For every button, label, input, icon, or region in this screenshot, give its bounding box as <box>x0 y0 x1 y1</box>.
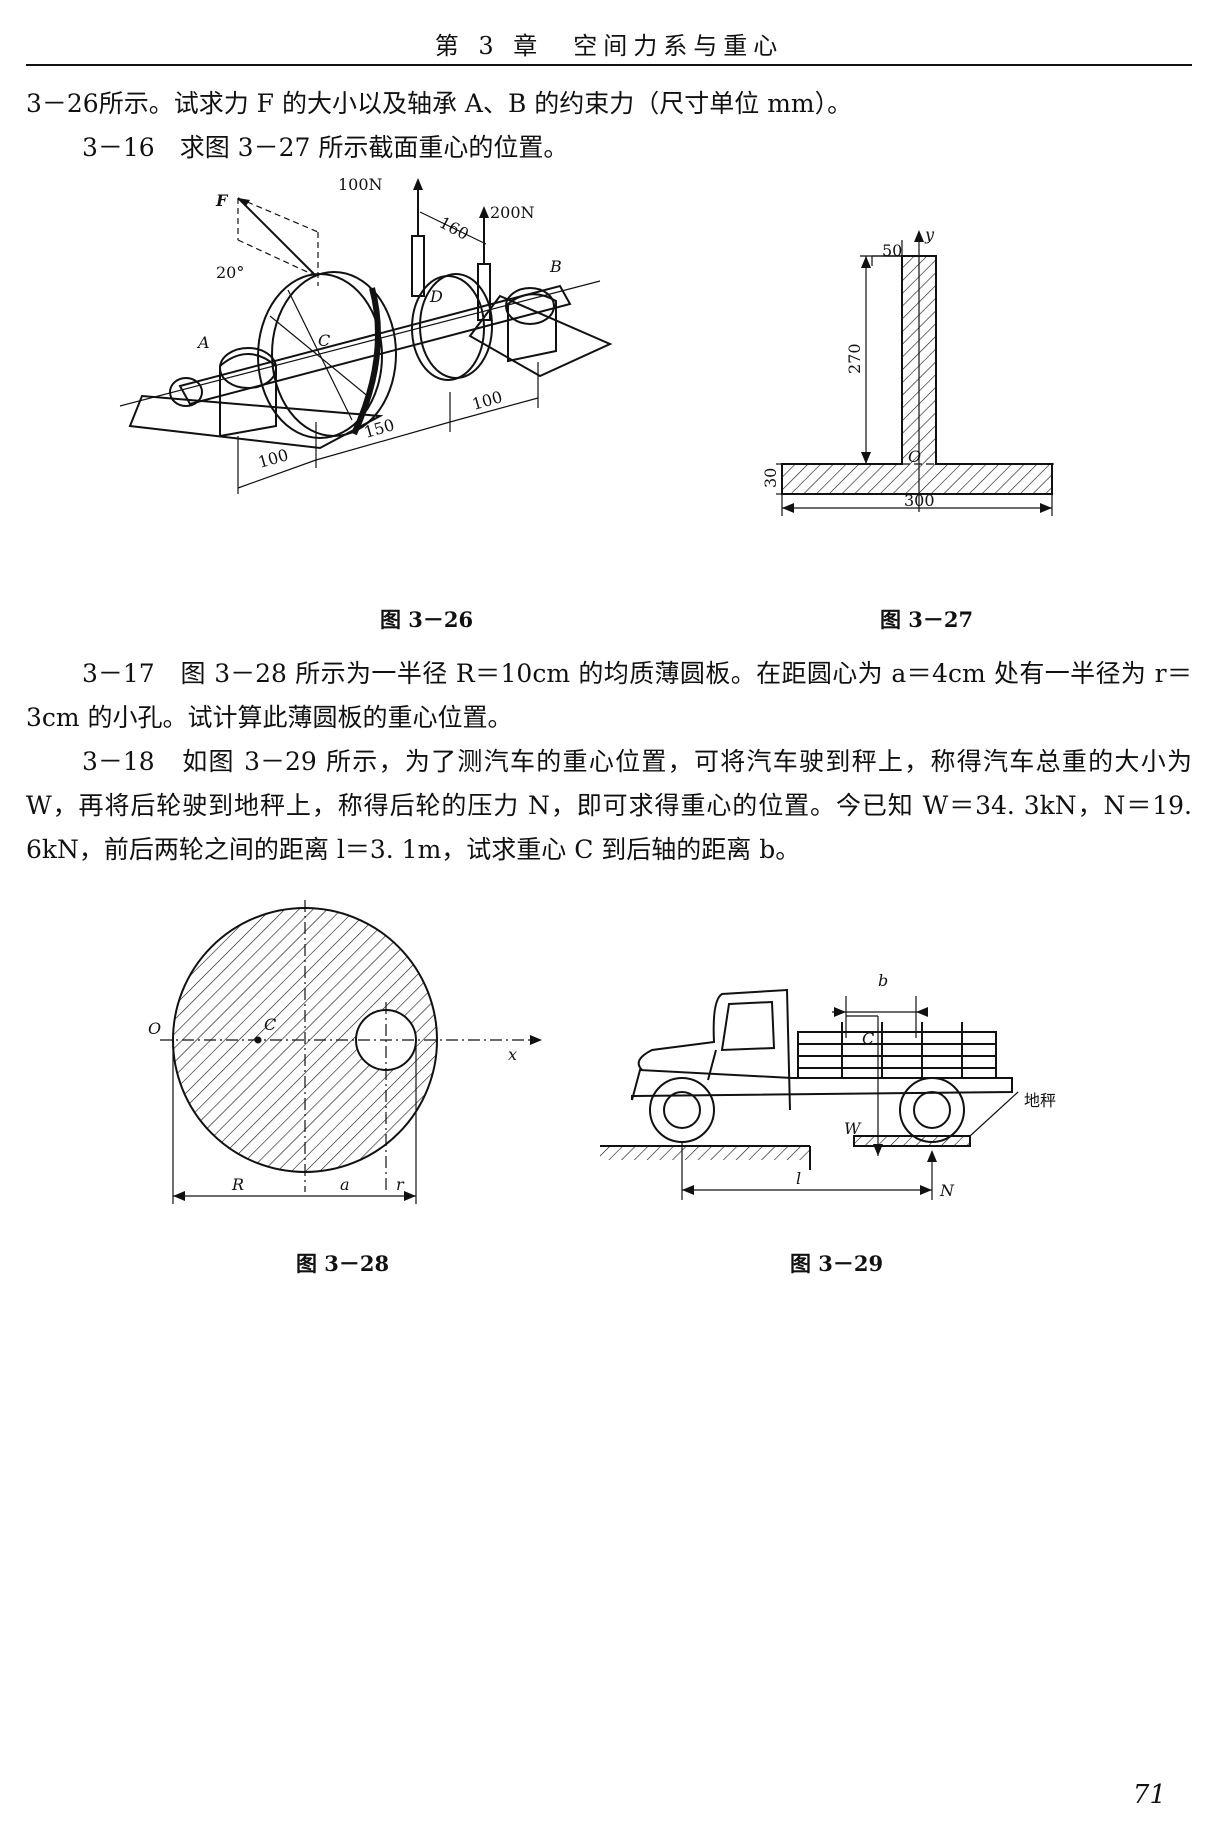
paragraph-3-16: 3－16 求图 3－27 所示截面重心的位置。 <box>82 133 569 162</box>
label-dim-270: 270 <box>845 343 864 374</box>
label-20-degrees: 20° <box>216 263 244 282</box>
page-number: 71 <box>1132 1780 1166 1810</box>
running-header: 第 3 章 空间力系与重心 <box>26 22 1192 66</box>
figure-3-26-drawing: F 20° 100N 200N 160 A B C D 100 150 100 <box>119 175 613 494</box>
label-O: O <box>148 1019 161 1038</box>
caption-figure-3-28: 图 3－28 <box>296 1251 390 1276</box>
label-dim-50: 50 <box>882 241 902 260</box>
label-l: l <box>796 1169 801 1188</box>
label-r: r <box>396 1175 405 1194</box>
label-R: R <box>231 1175 244 1194</box>
paragraph-3-17: 3－17 图 3－28 所示为一半径 R＝10cm 的均质薄圆板。在距圆心为 a… <box>26 659 1192 732</box>
label-floor-scale: 地秤 <box>1024 1091 1056 1110</box>
label-C: C <box>862 1029 874 1048</box>
label-dim-100-right: 100 <box>470 387 505 414</box>
chapter-title: 第 3 章 空间力系与重心 <box>434 32 784 60</box>
label-B: B <box>549 257 562 276</box>
figure-3-27-drawing: y 50 270 30 O 300 <box>761 225 1056 516</box>
header-rule <box>26 64 1192 66</box>
label-100N: 100N <box>338 175 383 194</box>
paragraph-3-15-end: 3－26所示。试求力 F 的大小以及轴承 A、B 的约束力（尺寸单位 mm）。 <box>26 89 853 118</box>
label-dim-100-left: 100 <box>256 445 291 472</box>
label-b: b <box>878 971 888 990</box>
label-F: F <box>215 191 229 210</box>
label-a: a <box>340 1175 350 1194</box>
label-y: y <box>924 225 935 244</box>
figure-3-28-drawing: O C x R a r <box>148 900 542 1204</box>
label-N: N <box>939 1181 955 1200</box>
label-dim-160: 160 <box>436 213 472 244</box>
label-W: W <box>844 1119 862 1138</box>
figure-3-26: F 20° 100N 200N 160 A B C D 100 150 100 <box>119 175 620 506</box>
label-C: C <box>264 1015 276 1034</box>
paragraph-3-18: 3－18 如图 3－29 所示，为了测汽车的重心位置，可将汽车驶到秤上，称得汽车… <box>26 747 1192 864</box>
label-x: x <box>508 1045 517 1064</box>
label-dim-300: 300 <box>904 491 935 510</box>
caption-figure-3-27: 图 3－27 <box>880 607 974 632</box>
figure-3-27: y 50 270 30 O 300 <box>761 225 1080 526</box>
figure-3-29: b C W 地秤 l N <box>592 960 1092 1220</box>
label-O: O <box>908 447 921 466</box>
caption-figure-3-29: 图 3－29 <box>790 1251 884 1276</box>
label-200N: 200N <box>490 203 535 222</box>
label-dim-30: 30 <box>761 468 780 488</box>
label-C: C <box>318 331 330 350</box>
caption-figure-3-26: 图 3－26 <box>380 607 474 632</box>
label-dim-150: 150 <box>362 415 397 442</box>
label-D: D <box>429 287 443 306</box>
figure-3-29-drawing: b C W 地秤 l N <box>600 971 1056 1200</box>
figure-3-28: O C x R a r <box>140 884 560 1224</box>
label-A: A <box>196 333 210 352</box>
